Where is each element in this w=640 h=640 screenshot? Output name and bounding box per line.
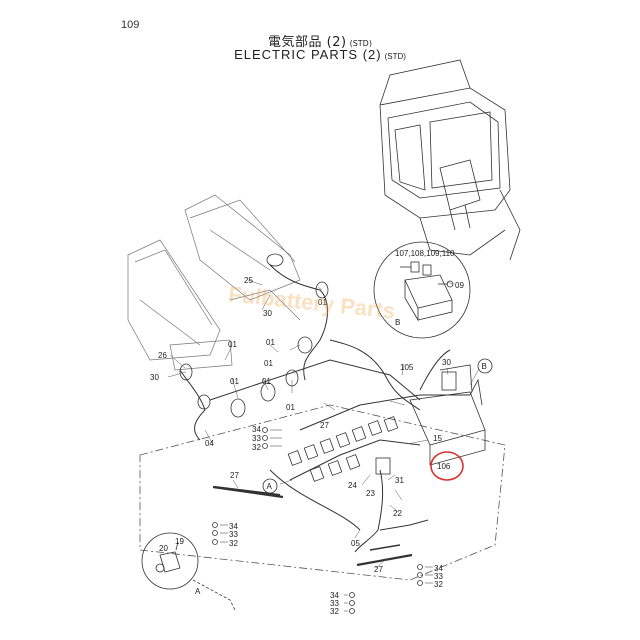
callout-27-left: 27 bbox=[230, 471, 239, 480]
callout-labels: 107,108,109,110 09 B 25 30 01 26 30 01 0… bbox=[150, 249, 464, 616]
callout-01-ring: 01 bbox=[262, 377, 271, 386]
reference-marker-a-text: A bbox=[267, 482, 273, 491]
highlighted-part-106: 106 bbox=[430, 451, 464, 481]
callout-32-upper: 32 bbox=[252, 443, 261, 452]
rod-27-left bbox=[212, 485, 284, 499]
callout-105: 105 bbox=[400, 363, 414, 372]
callout-09: 09 bbox=[455, 281, 464, 290]
callout-34-right: 34 bbox=[434, 564, 443, 573]
callout-01-left: 01 bbox=[230, 377, 239, 386]
callout-33-right: 33 bbox=[434, 572, 443, 581]
callout-04: 04 bbox=[205, 439, 214, 448]
callout-inset-b-label: B bbox=[395, 318, 400, 327]
callout-25: 25 bbox=[244, 276, 253, 285]
bolt-stack-left bbox=[262, 427, 282, 449]
callout-20: 20 bbox=[159, 544, 168, 553]
title-japanese: 電気部品 (2)(STD) bbox=[0, 31, 640, 50]
callout-33-bottom: 33 bbox=[330, 599, 339, 608]
callout-34-upper: 34 bbox=[252, 425, 261, 434]
reference-marker-b-text: B bbox=[482, 362, 487, 371]
callout-26: 26 bbox=[158, 351, 167, 360]
callout-23: 23 bbox=[366, 489, 375, 498]
bolt-stack-right bbox=[417, 564, 433, 586]
callout-106: 106 bbox=[437, 462, 451, 471]
callout-33-upper: 33 bbox=[252, 434, 261, 443]
callout-inset-a-label: A bbox=[195, 587, 201, 596]
page-number: 109 bbox=[121, 19, 140, 31]
wiring-harness bbox=[179, 264, 470, 553]
title-english-text: ELECTRIC PARTS (2) bbox=[234, 47, 382, 62]
operator-cab bbox=[379, 59, 521, 261]
callout-27-bottom: 27 bbox=[374, 565, 383, 574]
callout-01-arm: 01 bbox=[228, 340, 237, 349]
callout-05: 05 bbox=[351, 539, 360, 548]
harness-clamps bbox=[179, 253, 329, 418]
callout-31: 31 bbox=[395, 476, 404, 485]
inset-b-detail bbox=[373, 241, 471, 339]
callout-30-right: 30 bbox=[442, 358, 451, 367]
callout-34-bottom: 34 bbox=[330, 591, 339, 600]
reference-marker-b: B bbox=[477, 358, 493, 374]
callout-33-middle: 33 bbox=[229, 530, 238, 539]
inset-a-leader bbox=[192, 579, 236, 611]
callout-30-left: 30 bbox=[150, 373, 159, 382]
relay-box-assembly bbox=[409, 364, 486, 466]
callout-32-bottom: 32 bbox=[330, 607, 339, 616]
title-japanese-text: 電気部品 (2) bbox=[268, 35, 347, 50]
callout-27-upper: 27 bbox=[320, 421, 329, 430]
callout-01-right: 01 bbox=[264, 359, 273, 368]
connector-row bbox=[287, 416, 399, 482]
boom-shapes bbox=[127, 194, 301, 371]
callout-34-middle: 34 bbox=[229, 522, 238, 531]
callout-15: 15 bbox=[433, 434, 442, 443]
callout-22: 22 bbox=[393, 509, 402, 518]
callout-107-110: 107,108,109,110 bbox=[395, 249, 455, 258]
bolt-stack-bottom bbox=[344, 592, 355, 614]
inset-a-detail bbox=[141, 532, 199, 590]
callout-24: 24 bbox=[348, 481, 357, 490]
callout-30-upper: 30 bbox=[263, 309, 272, 318]
callout-01-mid: 01 bbox=[266, 338, 275, 347]
callout-01-upper: 01 bbox=[318, 298, 327, 307]
base-plate-outline bbox=[139, 404, 506, 581]
reference-marker-a: A bbox=[262, 478, 278, 494]
std-suffix-jp: (STD) bbox=[349, 39, 372, 48]
title-english: ELECTRIC PARTS (2)(STD) bbox=[0, 47, 640, 62]
bolt-stack-middle bbox=[212, 522, 228, 545]
callout-32-middle: 32 bbox=[229, 539, 238, 548]
leader-lines bbox=[167, 279, 481, 569]
std-suffix-en: (STD) bbox=[384, 52, 406, 61]
callout-19: 19 bbox=[175, 537, 184, 546]
callout-01-lower: 01 bbox=[286, 403, 295, 412]
callout-32-right: 32 bbox=[434, 580, 443, 589]
rod-27-bottom bbox=[356, 553, 413, 567]
